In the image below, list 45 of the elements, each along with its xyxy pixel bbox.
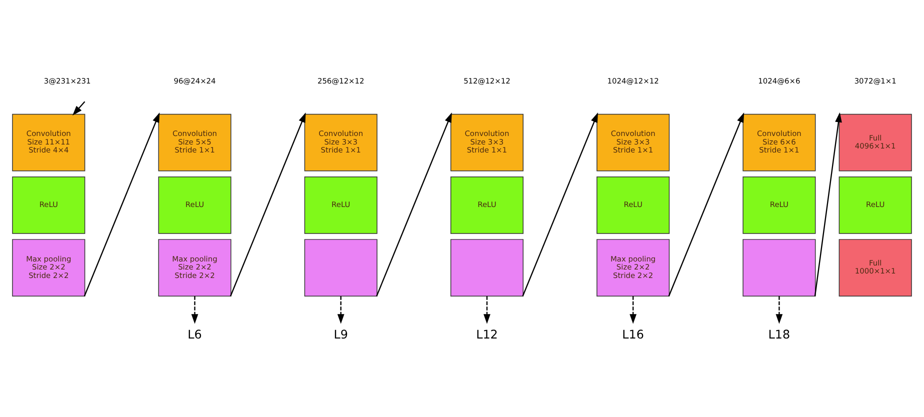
node-box: Convolution Size 3×3 Stride 1×1 — [596, 114, 670, 172]
label: 512@12×12 — [464, 76, 510, 86]
node-box — [304, 239, 378, 296]
node-text: L6 — [188, 327, 202, 342]
arrow — [72, 101, 86, 116]
arrow — [337, 296, 344, 324]
arrow — [776, 296, 783, 324]
arrow — [484, 296, 490, 324]
node-box: ReLU — [12, 176, 86, 234]
arrow — [376, 112, 452, 296]
arrow — [630, 296, 637, 324]
node-box: Convolution Size 6×6 Stride 1×1 — [742, 114, 816, 172]
node-box: ReLU — [304, 176, 378, 234]
node-box: Convolution Size 5×5 Stride 1×1 — [158, 114, 232, 172]
label: 96@24×24 — [174, 76, 216, 86]
node-text: L9 — [334, 327, 348, 342]
node-box: ReLU — [450, 176, 524, 234]
node-box: ReLU — [158, 176, 232, 234]
node-box: Max pooling Size 2×2 Stride 2×2 — [596, 239, 670, 296]
arrow — [84, 112, 160, 296]
node-box — [742, 239, 816, 296]
arrow — [191, 296, 198, 324]
node-box: Convolution Size 3×3 Stride 1×1 — [450, 114, 524, 172]
node-box: Max pooling Size 2×2 Stride 2×2 — [158, 239, 232, 296]
node-box: ReLU — [596, 176, 670, 234]
arrow — [522, 112, 598, 296]
label: 1024@6×6 — [758, 76, 800, 86]
node-text: L18 — [768, 327, 790, 342]
label: 3@231×231 — [44, 76, 91, 86]
label: 3072@1×1 — [854, 76, 896, 86]
node-box — [450, 239, 524, 296]
arrow — [814, 112, 842, 296]
node-box: Max pooling Size 2×2 Stride 2×2 — [12, 239, 86, 296]
node-box: Convolution Size 11×11 Stride 4×4 — [12, 114, 86, 172]
node-text: L12 — [476, 327, 498, 342]
arrow — [230, 112, 306, 296]
label: 256@12×12 — [317, 76, 364, 86]
node-box: ReLU — [838, 176, 912, 234]
label: 1024@12×12 — [607, 76, 659, 86]
node-box: Full 1000×1×1 — [838, 239, 912, 296]
node-box: Convolution Size 3×3 Stride 1×1 — [304, 114, 378, 172]
node-text: L16 — [622, 327, 644, 342]
node-box: ReLU — [742, 176, 816, 234]
arrow — [668, 112, 744, 296]
node-box: Full 4096×1×1 — [838, 114, 912, 172]
